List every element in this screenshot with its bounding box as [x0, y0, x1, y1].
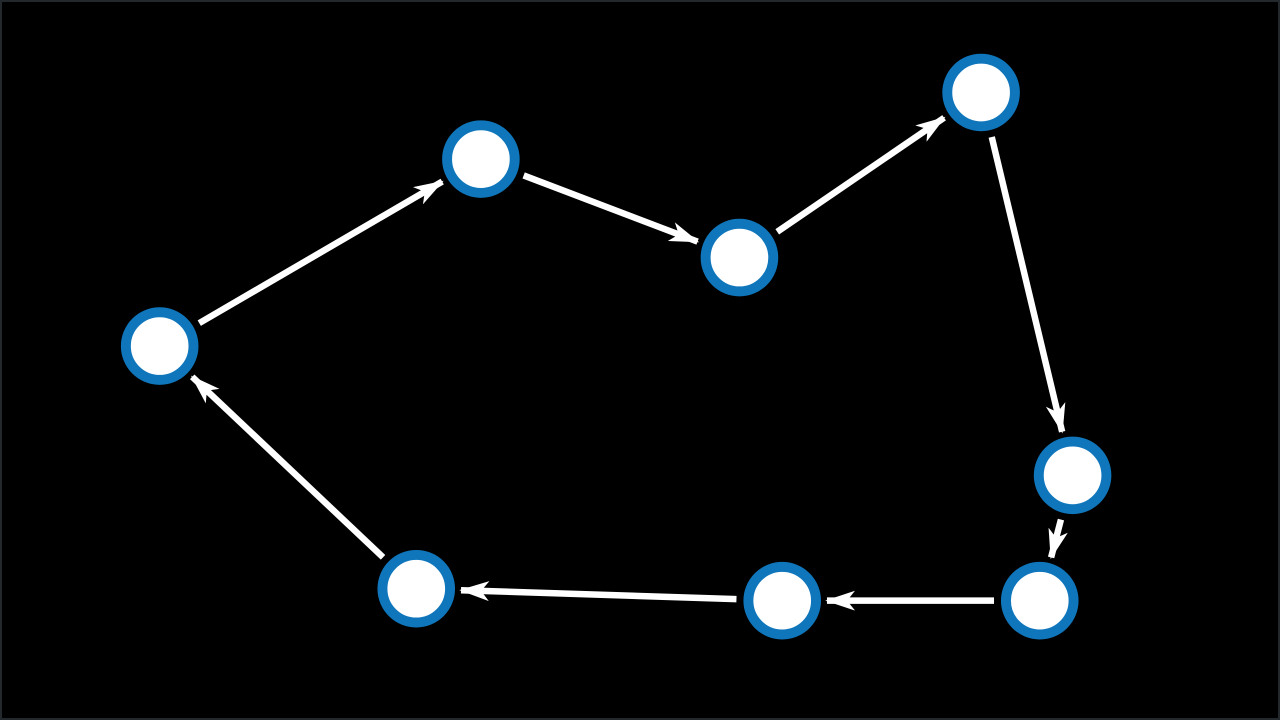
graph-node [942, 53, 1020, 132]
graph-node [442, 120, 520, 198]
graph-edges-layer [189, 115, 1068, 611]
graph-edge-arrow [459, 581, 737, 603]
graph-node [1033, 436, 1112, 515]
graph-nodes-layer [120, 53, 1112, 640]
graph-node [743, 561, 821, 640]
graph-edge-arrow [189, 374, 386, 560]
graph-node [120, 307, 199, 385]
graph-edge-arrow [522, 172, 700, 245]
graph-edge-arrow [197, 178, 444, 326]
graph-node [1000, 561, 1079, 640]
graph-edge-arrow [988, 136, 1066, 434]
graph-edge-arrow [775, 115, 946, 235]
graph-node [377, 549, 456, 628]
graph-edge-arrow [1047, 518, 1068, 560]
graph-node [700, 218, 779, 297]
